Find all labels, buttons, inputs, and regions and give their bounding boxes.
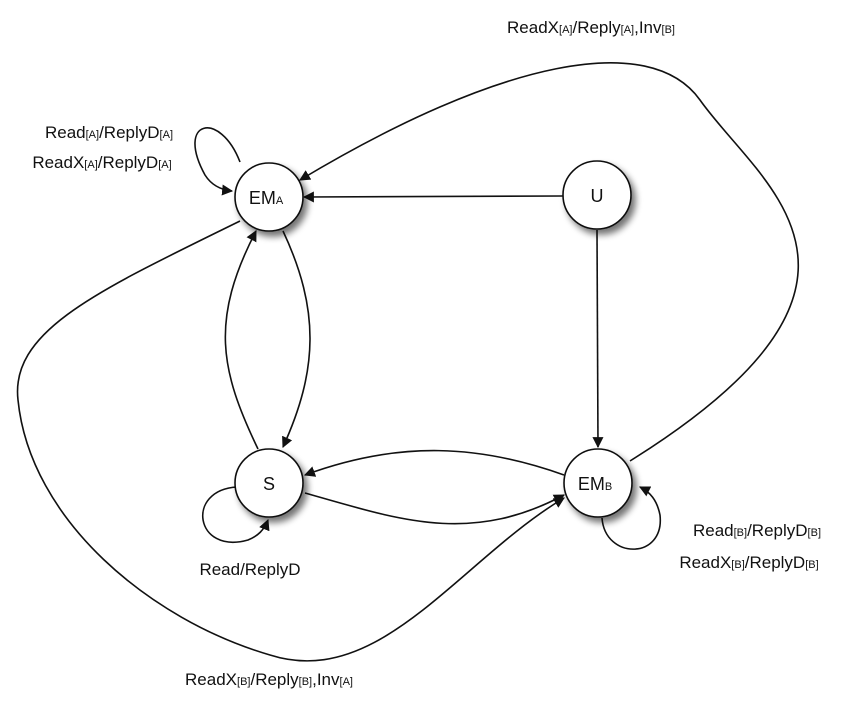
edge-u-to-emb [592, 229, 604, 449]
emb-self-1-text-2: /ReplyD [747, 521, 807, 540]
label-emb-self-1: Read[B]/ReplyD[B] [693, 521, 821, 540]
bottom-subscript-3: [B] [299, 676, 312, 688]
top-text-4: ,Inv [634, 18, 662, 37]
state-ema-label: EM [249, 188, 276, 208]
top-text-2: /Reply [572, 18, 621, 37]
ema-self-1-subscript-3: [A] [160, 129, 173, 141]
bottom-subscript-5: [A] [340, 676, 353, 688]
ema-self-2-text-2: /ReplyD [98, 153, 158, 172]
top-subscript-3: [A] [621, 24, 634, 36]
label-top-transition: ReadX[A]/Reply[A],Inv[B] [507, 18, 675, 37]
emb-self-2-subscript-1: [B] [731, 559, 744, 571]
label-ema-self-1: Read[A]/ReplyD[A] [45, 123, 173, 142]
edge-s-to-emb [304, 492, 565, 525]
edge-u-to-ema [302, 191, 564, 203]
edge-emb-to-ema-top [299, 62, 799, 462]
emb-self-2-text-2: /ReplyD [745, 553, 805, 572]
edge-ema-self-loop [194, 127, 241, 196]
s-self-text-0: Read/ReplyD [199, 560, 300, 579]
emb-self-2-text-0: ReadX [679, 553, 731, 572]
edge-s-self-loop [202, 486, 270, 543]
emb-self-1-subscript-1: [B] [734, 527, 747, 539]
bottom-text-4: ,Inv [312, 670, 340, 689]
label-emb-self-2: ReadX[B]/ReplyD[B] [679, 553, 818, 572]
edge-emb-to-s [303, 449, 565, 477]
emb-self-1-text-0: Read [693, 521, 734, 540]
ema-self-1-subscript-1: [A] [86, 129, 99, 141]
label-ema-self-2: ReadX[A]/ReplyD[A] [32, 153, 171, 172]
ema-self-2-subscript-1: [A] [84, 159, 97, 171]
edge-ema-to-s [282, 230, 311, 449]
state-u-label: U [591, 186, 604, 206]
svg-text:EMB: EMB [578, 474, 612, 494]
label-s-self: Read/ReplyD [199, 560, 300, 579]
state-emb: EMB [563, 448, 633, 518]
top-subscript-5: [B] [662, 24, 675, 36]
state-emb-label: EM [578, 474, 605, 494]
ema-self-2-text-0: ReadX [32, 153, 84, 172]
emb-self-1-subscript-3: [B] [808, 527, 821, 539]
ema-self-1-text-0: Read [45, 123, 86, 142]
ema-self-2-subscript-3: [A] [158, 159, 171, 171]
emb-self-2-subscript-3: [B] [805, 559, 818, 571]
bottom-text-0: ReadX [185, 670, 237, 689]
top-subscript-1: [A] [559, 24, 572, 36]
top-text-0: ReadX [507, 18, 559, 37]
state-emb-subscript: B [605, 481, 612, 493]
label-bottom-transition: ReadX[B]/Reply[B],Inv[A] [185, 670, 353, 689]
state-s: S [234, 448, 304, 518]
state-ema-subscript: A [276, 195, 284, 207]
state-u: U [562, 160, 632, 230]
ema-self-1-text-2: /ReplyD [99, 123, 159, 142]
edge-ema-to-emb-bottom [16, 220, 565, 662]
bottom-text-2: /Reply [250, 670, 299, 689]
state-s-label: S [263, 474, 275, 494]
state-ema: EMA [234, 162, 304, 232]
edge-emb-self-loop [601, 486, 661, 550]
bottom-subscript-1: [B] [237, 676, 250, 688]
edge-s-to-ema [224, 230, 259, 450]
svg-text:EMA: EMA [249, 188, 284, 208]
